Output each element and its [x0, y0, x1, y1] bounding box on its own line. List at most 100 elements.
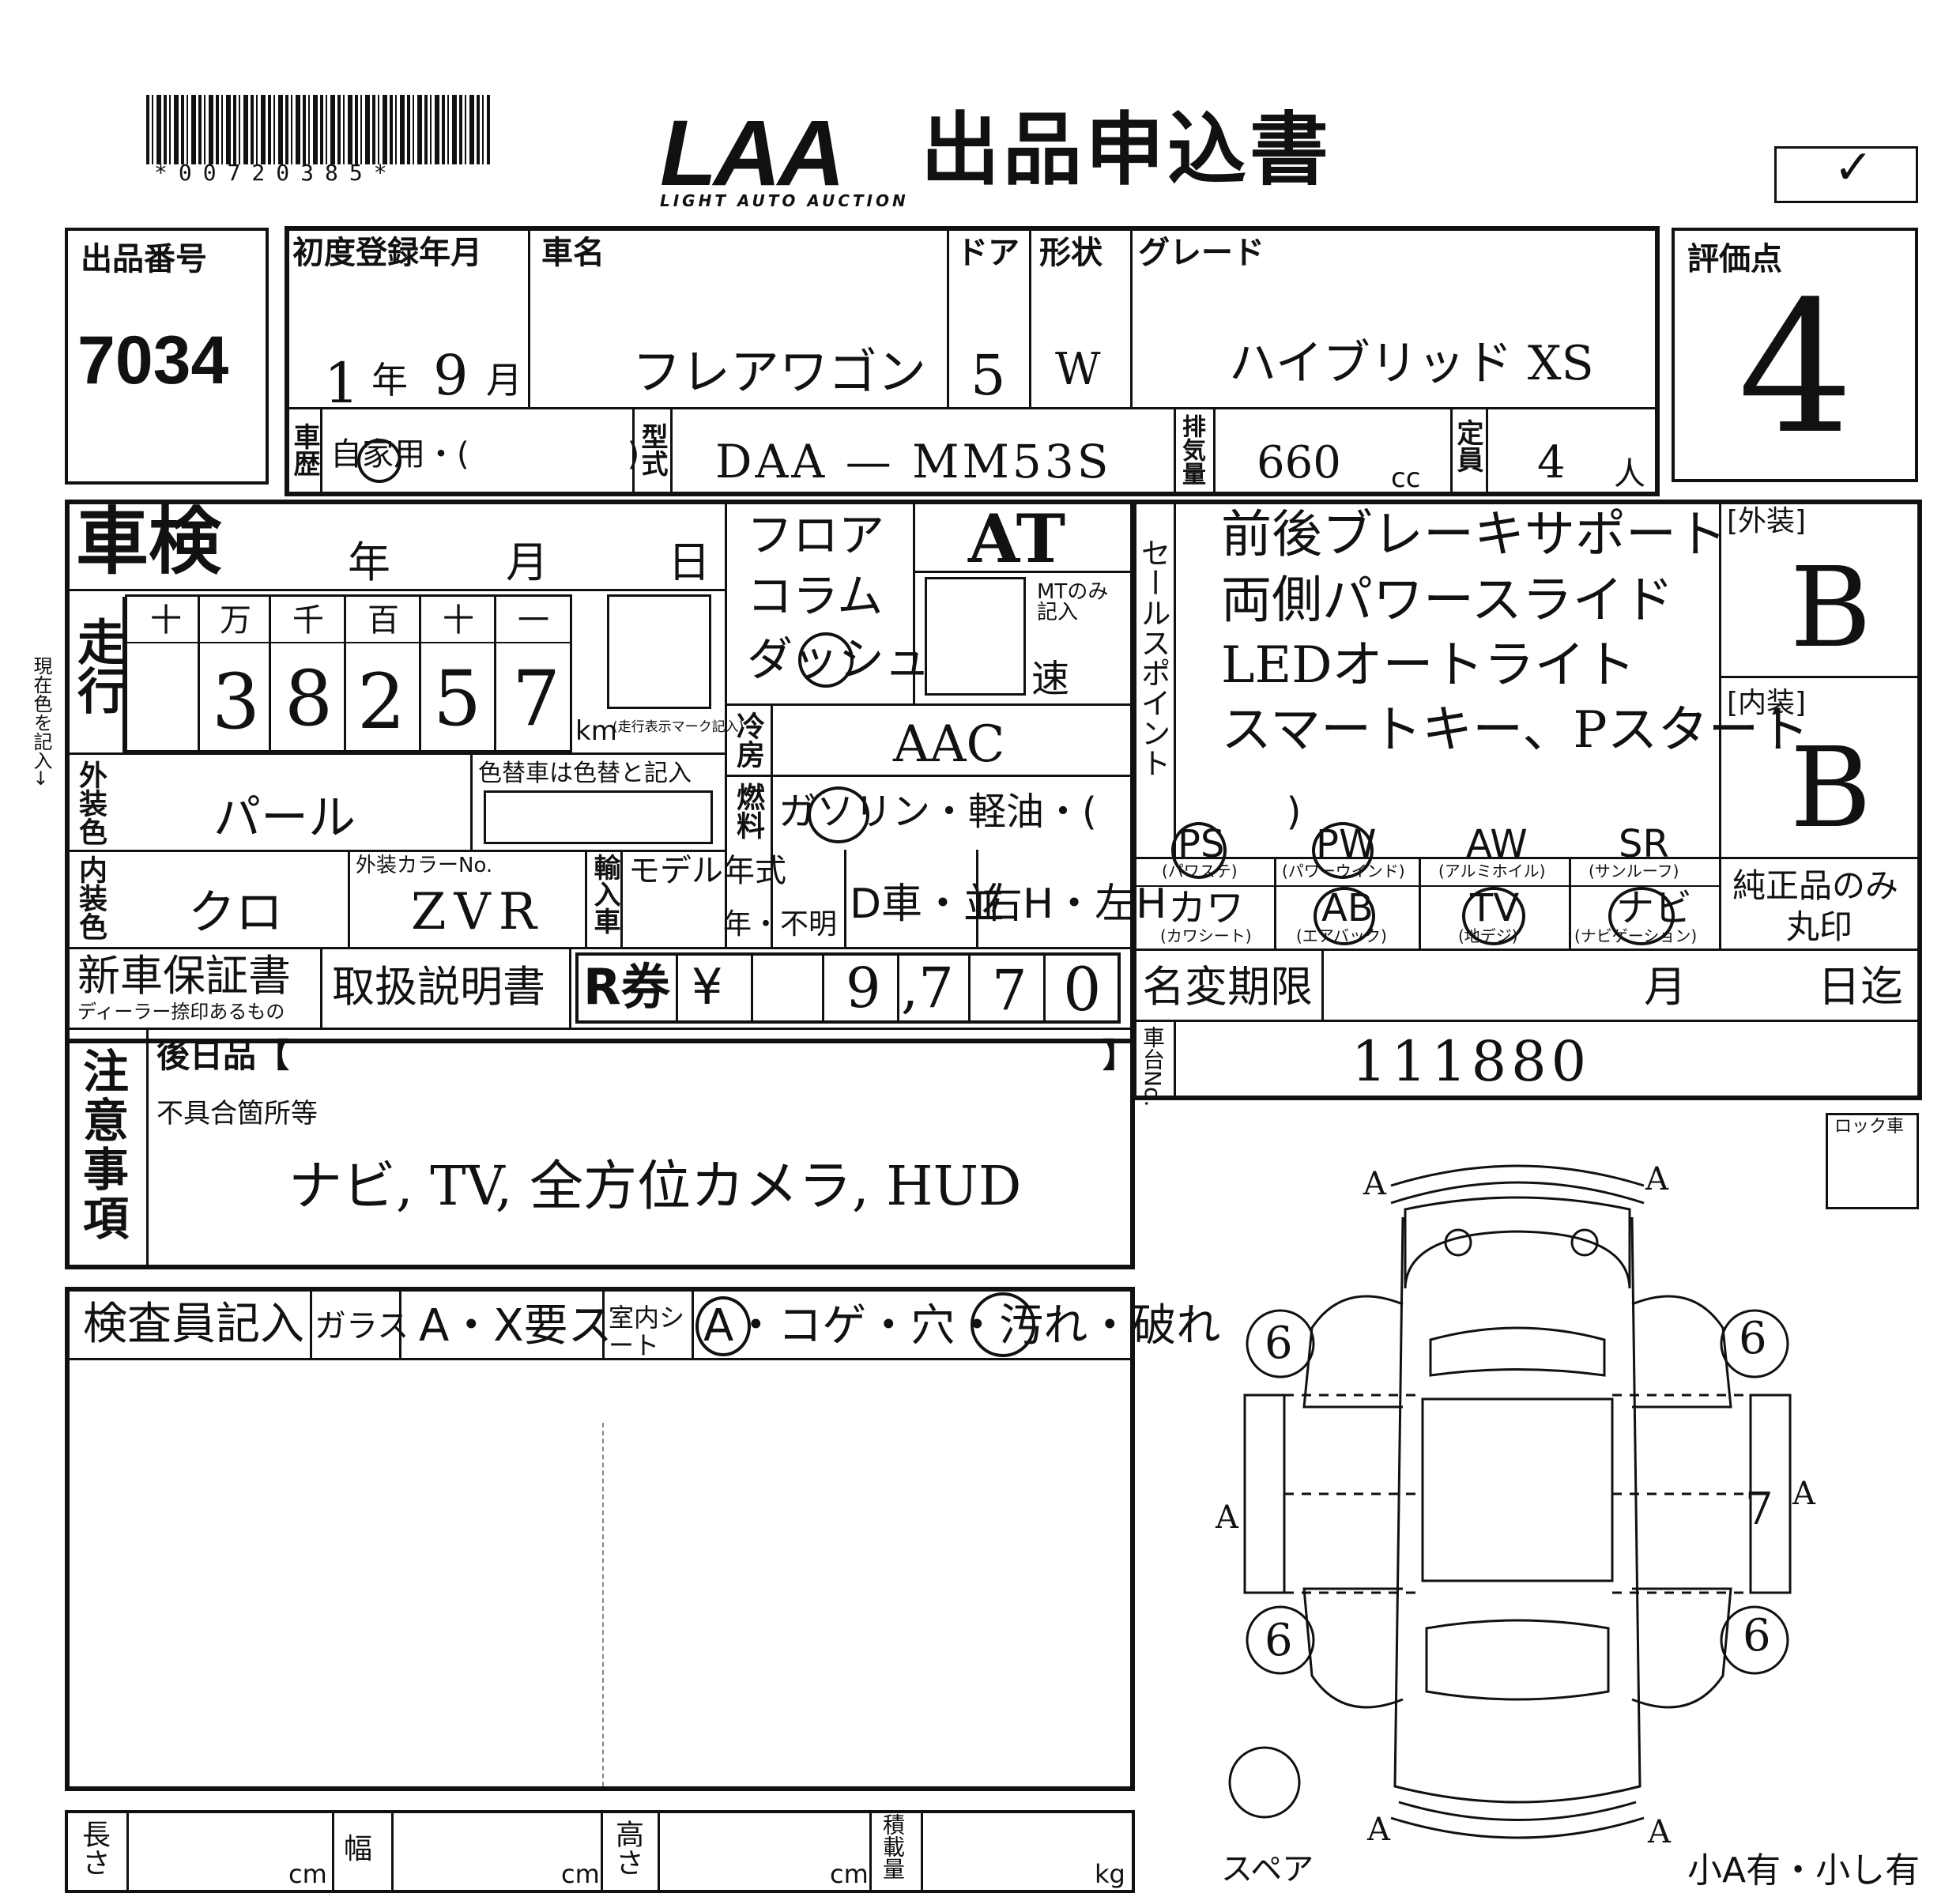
shape-value: W [1055, 344, 1101, 395]
model-year-label: モデル年式 [628, 853, 786, 889]
grade-value: ハイブリッド XS [1229, 336, 1594, 391]
first-reg-month-unit: 月 [486, 359, 522, 402]
color-change-box[interactable] [484, 790, 713, 844]
vehicle-info-box [285, 226, 1660, 496]
history-label: 車歴 [288, 423, 320, 477]
interior-grade-value: B [1790, 724, 1871, 853]
barcode-text: *00720385* [154, 160, 398, 186]
mt-box[interactable] [925, 577, 1026, 696]
displacement-unit: cc [1391, 462, 1421, 494]
equip-ps-circle [1171, 822, 1227, 879]
equip-pw-circle [1312, 822, 1374, 879]
color-no-value: ZVR [411, 883, 545, 941]
lock-label: ロック車 [1834, 1117, 1905, 1137]
ext-color-value: パール [213, 790, 356, 846]
width-label: 幅 [344, 1833, 373, 1865]
chassis-label: 車台No. [1140, 1026, 1166, 1107]
recycle-digit-4: 0 [1063, 954, 1102, 1024]
mark-front-right: A [1645, 1161, 1668, 1197]
seat-a-circle [695, 1296, 751, 1356]
form-title: 出品申込書 [921, 104, 1332, 196]
recycle-digit-3: 7 [992, 958, 1027, 1023]
first-reg-label: 初度登録年月 [292, 235, 482, 271]
model-type-value: DAA — MM53S [715, 435, 1112, 488]
laa-logo-sub: LIGHT AUTO AUCTION [660, 191, 909, 210]
equip-kawa-sub: (カワシート) [1160, 926, 1252, 945]
fuel-label: 燃料 [732, 783, 764, 839]
genuine-line2: 丸印 [1786, 907, 1853, 946]
width-unit: cm [561, 1859, 600, 1889]
load-unit: kg [1095, 1859, 1125, 1889]
equip-ab-circle [1314, 887, 1375, 945]
glass-value: A・X要ス [419, 1300, 612, 1352]
ac-label: 冷房 [732, 711, 764, 768]
mark-front-left: A [1363, 1166, 1386, 1202]
door-label: ドア [956, 235, 1020, 271]
sales-points-box [1132, 500, 1922, 1100]
lot-number-box: 出品番号 7034 [65, 228, 269, 485]
warranty-label: 新車保証書 [77, 951, 291, 1001]
import-label: 輸入車 [589, 854, 620, 934]
recycle-box [575, 952, 1121, 1024]
mileage-mark-box[interactable] [607, 594, 711, 709]
lot-number-value: 7034 [77, 322, 229, 398]
model-type-label: 型式 [636, 423, 668, 477]
mileage-unit-0: 十 [150, 602, 182, 639]
sales-point-3: LEDオートライト [1221, 636, 1636, 695]
manual-label: 取扱説明書 [332, 962, 545, 1012]
mileage-unit-2: 千 [292, 602, 324, 639]
shift-column: コラム [747, 569, 884, 623]
recycle-label: R券 [583, 958, 670, 1016]
mark-side-right: A [1792, 1476, 1815, 1512]
mark-rear-left: A [1367, 1812, 1390, 1848]
mark-rear-right: A [1648, 1814, 1671, 1850]
equip-aw: AW [1466, 822, 1528, 866]
equip-sr: SR [1619, 822, 1669, 866]
warranty-sub: ディーラー捺印あるもの [77, 1001, 285, 1023]
mileage-unit-5: 一 [518, 602, 549, 639]
notes-label: 注意事項 [75, 1047, 129, 1243]
history-circle [357, 439, 401, 483]
mileage-digits [125, 594, 572, 752]
first-reg-year: 1 [324, 351, 360, 416]
defects-label: 不具合箇所等 [156, 1098, 318, 1130]
later-items-close: 】 [1102, 1036, 1136, 1075]
ext-color-label: 外装色 [74, 760, 107, 846]
check-mark: ✓ [1834, 140, 1874, 195]
color-no-label: 外装カラーNo. [356, 854, 493, 877]
displacement-value: 660 [1257, 437, 1341, 488]
inspector-box [65, 1287, 1135, 1791]
lock-box[interactable]: ロック車 [1826, 1113, 1919, 1209]
ac-value: AAC [893, 715, 1005, 774]
margin-note: 現在色を記入→ [30, 656, 52, 786]
recycle-yen: ¥ [692, 958, 723, 1016]
seat-dirty-circle [971, 1292, 1035, 1357]
capacity-label: 定員 [1452, 419, 1483, 473]
shift-floor: フロア [747, 508, 885, 562]
score-label: 評価点 [1687, 241, 1782, 277]
shift-at: AT [968, 500, 1066, 578]
mark-wheel-rr: 6 [1743, 1610, 1771, 1661]
sales-point-2: 両側パワースライド [1221, 571, 1674, 630]
name-change-day: 日迄 [1818, 962, 1903, 1012]
name-change-label: 名変期限 [1142, 962, 1313, 1012]
exterior-grade-label: [外装] [1727, 505, 1807, 537]
mileage-digit-3: 2 [357, 658, 406, 746]
height-label: 高さ [611, 1820, 643, 1876]
door-value: 5 [971, 343, 1006, 408]
grade-label: グレード [1138, 235, 1265, 271]
mileage-label: 走行 [69, 617, 126, 715]
small-parts-text: 小A有・小し有 [1687, 1850, 1920, 1891]
shaken-month: 月 [506, 537, 548, 587]
mileage-digit-1: 3 [212, 658, 261, 746]
interior-grade-label: [内装] [1727, 687, 1807, 719]
mark-wheel-rl: 6 [1265, 1615, 1293, 1666]
car-name-value: フレアワゴン [632, 343, 927, 401]
mileage-unit-3: 百 [368, 602, 399, 639]
capacity-unit: 人 [1614, 456, 1645, 492]
mileage-digit-2: 8 [285, 654, 334, 743]
int-color-label: 内装色 [74, 855, 107, 941]
score-box: 評価点 4 [1672, 228, 1918, 482]
mileage-unit-4: 十 [443, 602, 474, 639]
check-box[interactable]: ✓ [1774, 140, 1918, 203]
